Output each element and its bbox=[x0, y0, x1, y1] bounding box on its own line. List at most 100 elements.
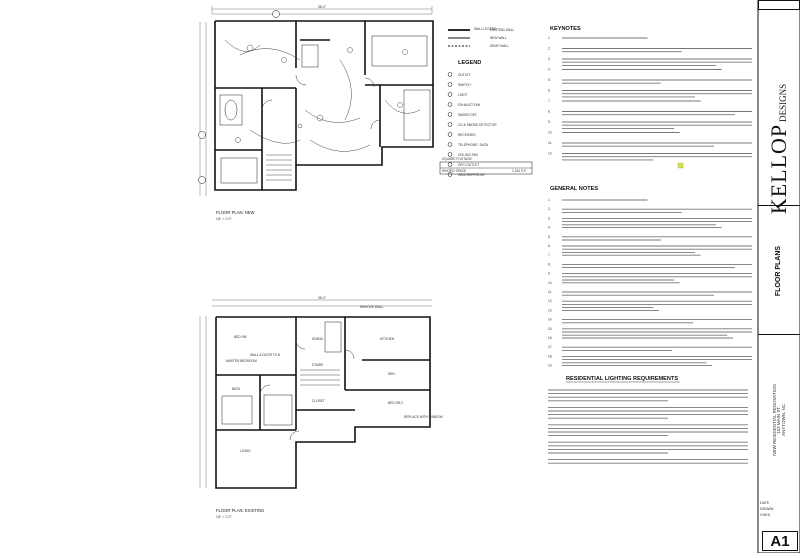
floor-plan-new: 38'-0" bbox=[198, 5, 434, 221]
firm-subtitle: DESIGNS bbox=[778, 83, 788, 122]
room-label: KITCHEN bbox=[380, 337, 395, 341]
note-number: 5. bbox=[548, 235, 551, 239]
room-label: BED RM bbox=[234, 335, 247, 339]
note-number: 1. bbox=[548, 36, 551, 40]
legend-symbol-icon bbox=[447, 92, 453, 97]
sheet-name: FLOOR PLANS bbox=[775, 245, 782, 297]
legend-item: RECESSED bbox=[458, 133, 476, 137]
square-footage-label: SQUARE FOOTAGE bbox=[442, 157, 472, 161]
note-number: 12. bbox=[548, 152, 553, 156]
note-number: 3. bbox=[548, 57, 551, 61]
legend-item: SWITCH bbox=[458, 83, 471, 87]
note-number: 14. bbox=[548, 318, 553, 322]
note-number: 10. bbox=[548, 281, 553, 285]
room-label: REPLACE WITH WINDOW bbox=[404, 415, 443, 419]
legend-symbol-icon bbox=[447, 132, 453, 137]
note-number: 19. bbox=[548, 364, 553, 368]
legend-item: GFCI OUTLET bbox=[458, 163, 479, 167]
square-footage-row: HEATED SPACE bbox=[442, 169, 466, 173]
legend-symbol-icon bbox=[447, 152, 453, 157]
room-label: WALL & DOOR TO B. bbox=[250, 353, 281, 357]
floor-plan-existing: 36'-0" BED RM MASTER BEDROOM DINING KITC… bbox=[199, 296, 443, 519]
note-number: 9. bbox=[548, 272, 551, 276]
general-notes-title: GENERAL NOTES bbox=[550, 186, 598, 192]
sheet-name-box: FLOOR PLANS bbox=[758, 205, 800, 335]
sheet-number: A1 bbox=[762, 531, 798, 551]
note-number: 5. bbox=[548, 78, 551, 82]
project-line: ANYTOWN, NC bbox=[780, 404, 786, 436]
legend-symbol-icon bbox=[447, 142, 453, 147]
note-number: 15. bbox=[548, 327, 553, 331]
legend-item: LIGHT bbox=[458, 93, 467, 97]
note-number: 4. bbox=[548, 68, 551, 72]
room-label: CLOSET bbox=[312, 399, 325, 403]
legend-title: LEGEND bbox=[458, 60, 481, 66]
legend-item: EXHAUST FAN bbox=[458, 103, 481, 107]
top-dimension-text: 38'-0" bbox=[318, 5, 326, 9]
firm-name: KELLOP bbox=[766, 123, 791, 215]
title-block-top bbox=[758, 0, 800, 10]
note-number: 2. bbox=[548, 47, 551, 51]
note-number: 6. bbox=[548, 244, 551, 248]
note-number: 8. bbox=[548, 110, 551, 114]
legend-symbol-icon bbox=[447, 162, 453, 167]
note-number: 16. bbox=[548, 336, 553, 340]
bottom-dimension-text: 36'-0" bbox=[318, 296, 326, 300]
legend-item: SMOKE DET. bbox=[458, 113, 477, 117]
legend-item: CO & SMOKE DETECTOR bbox=[458, 123, 497, 127]
note-number: 7. bbox=[548, 253, 551, 257]
room-label: MASTER BEDROOM bbox=[226, 359, 257, 363]
keynotes-title: KEYNOTES bbox=[550, 26, 581, 32]
square-footage-value: 1,244 S.F. bbox=[512, 169, 526, 173]
note-number: 13. bbox=[548, 308, 553, 312]
note-number: 4. bbox=[548, 226, 551, 230]
room-label: REMOVE WALL bbox=[360, 305, 383, 309]
checked-label: CHKD bbox=[760, 513, 771, 517]
legend-item: TELEPHONE / DATA bbox=[458, 143, 489, 147]
note-number: 6. bbox=[548, 89, 551, 93]
drawn-label: DRAWN bbox=[760, 507, 774, 511]
sheet-meta: DATE DRAWN CHKD bbox=[760, 500, 798, 518]
note-number: 9. bbox=[548, 120, 551, 124]
legend-symbol-icon bbox=[447, 172, 453, 177]
legend-symbol-icon bbox=[447, 102, 453, 107]
note-number: 1. bbox=[548, 198, 551, 202]
room-label: DINING bbox=[312, 337, 324, 341]
legend-item: CEILING FAN bbox=[458, 153, 479, 157]
floor-plan-new-scale: 1/4" = 1'-0" bbox=[216, 217, 232, 221]
room-label: STAIRS bbox=[312, 363, 323, 367]
floor-plan-existing-title: FLOOR PLAN: EXISTING bbox=[216, 508, 264, 513]
notes-column: KEYNOTES 1. 2. 3. 4. 5. 6. 7. 8. 9. 10. 11. 12. GEN… bbox=[548, 26, 752, 464]
legend-item: OUTLET bbox=[458, 73, 471, 77]
wall-legend-item: DEMO WALL bbox=[490, 44, 509, 48]
legend-item: WEATHERPROOF bbox=[458, 173, 485, 177]
room-label: DEN bbox=[388, 372, 395, 376]
note-number: 11. bbox=[548, 141, 552, 145]
note-number: 18. bbox=[548, 354, 553, 358]
note-number: 7. bbox=[548, 99, 551, 103]
floor-plan-new-title: FLOOR PLAN: NEW bbox=[216, 210, 255, 215]
project-info: NEW RESIDENTIAL RENOVATION 123 MAIN ST. … bbox=[758, 335, 800, 505]
note-number: 12. bbox=[548, 299, 553, 303]
note-number: 10. bbox=[548, 131, 553, 135]
note-number: 17. bbox=[548, 345, 553, 349]
legend-symbol-icon bbox=[447, 82, 453, 87]
residential-lighting-title: RESIDENTIAL LIGHTING REQUIREMENTS bbox=[566, 376, 678, 382]
note-number: 11. bbox=[548, 290, 552, 294]
note-number: 8. bbox=[548, 262, 551, 266]
legend-symbol-icon bbox=[447, 112, 453, 117]
floor-plan-existing-scale: 1/4" = 1'-0" bbox=[216, 515, 232, 519]
legend-symbol-icon bbox=[447, 72, 453, 77]
wall-legend-item: NEW WALL bbox=[490, 36, 507, 40]
note-number: 2. bbox=[548, 207, 551, 211]
room-label: LIVING bbox=[240, 449, 251, 453]
room-label: BATH bbox=[232, 387, 241, 391]
legend-symbol-icon bbox=[447, 122, 453, 127]
room-label: BED RM 2 bbox=[388, 401, 403, 405]
note-number: 3. bbox=[548, 216, 551, 220]
date-label: DATE bbox=[760, 501, 770, 505]
legend: WALL LEGEND EXISTING WALL NEW WALL DEMO … bbox=[439, 27, 533, 177]
wall-legend-item: EXISTING WALL bbox=[490, 28, 515, 32]
